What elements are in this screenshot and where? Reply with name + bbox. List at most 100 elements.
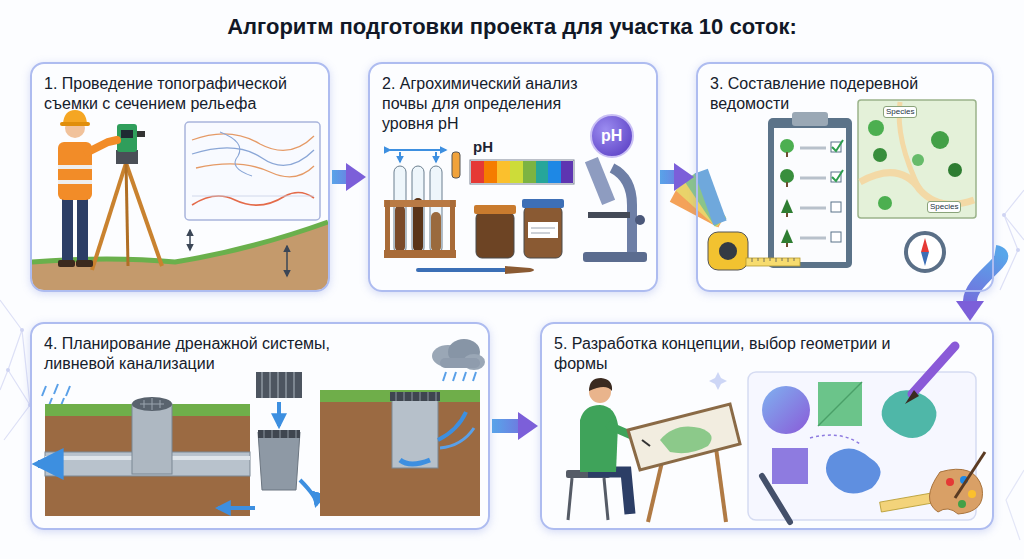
background-network — [6, 368, 10, 372]
flow-arrow — [660, 163, 694, 191]
soil-lab-illustration — [384, 250, 456, 258]
survey-illustration — [32, 222, 328, 262]
concept-illustration — [762, 476, 790, 522]
survey-illustration — [63, 110, 87, 124]
survey-illustration — [286, 246, 288, 276]
soil-lab-illustration — [497, 161, 510, 183]
arrow-head — [956, 301, 984, 321]
drainage-illustration — [45, 404, 250, 416]
tree-inventory-illustration — [912, 154, 924, 166]
drainage-illustration — [440, 428, 474, 448]
arrow-shaft — [970, 252, 1001, 301]
survey-illustration — [220, 132, 252, 176]
diagram-title: Алгоритм подготовки проекта для участка … — [0, 14, 1024, 40]
ph-label: pH — [601, 127, 622, 145]
tree-inventory-illustration — [800, 177, 826, 180]
soil-lab-illustration — [413, 198, 423, 252]
flow-arrow — [492, 412, 538, 440]
drainage-illustration — [277, 402, 281, 426]
soil-lab-illustration — [418, 268, 505, 272]
soil-lab-illustration — [548, 161, 561, 183]
arrow-shaft — [332, 170, 346, 184]
drainage-illustration — [45, 456, 250, 460]
tree-inventory-illustration — [800, 237, 826, 240]
concept-illustration — [958, 500, 966, 508]
soil-lab-illustration — [384, 200, 456, 207]
concept-illustration — [929, 469, 982, 514]
step-title: 5. Разработка концепции, выбор геометрии… — [554, 334, 919, 374]
drainage-illustration — [42, 384, 70, 408]
tree-inventory-illustration — [781, 199, 793, 213]
tree-inventory-illustration — [752, 258, 794, 262]
step-title: 2. Агрохимический анализ почвы для опред… — [382, 74, 612, 134]
ph-label: pH — [473, 138, 493, 155]
tree-inventory-illustration — [832, 140, 843, 151]
concept-illustration — [709, 372, 727, 390]
soil-lab-illustration — [531, 228, 555, 229]
background-network — [20, 328, 24, 332]
survey-illustration — [126, 163, 128, 266]
drainage-illustration — [45, 412, 250, 516]
survey-illustration — [76, 260, 93, 267]
soil-lab-illustration — [583, 252, 647, 262]
survey-illustration — [196, 164, 314, 177]
tree-inventory-illustration — [800, 207, 826, 210]
tree-inventory-illustration — [906, 233, 944, 271]
background-network — [0, 190, 1024, 540]
concept-illustration — [716, 448, 726, 522]
soil-lab-illustration — [452, 152, 460, 178]
concept-illustration — [818, 382, 862, 426]
soil-lab-illustration — [531, 233, 550, 234]
concept-illustration — [826, 448, 881, 493]
tree-inventory-illustration — [948, 163, 962, 177]
survey-illustration — [65, 118, 85, 138]
concept-illustration — [968, 490, 976, 498]
tree-inventory-illustration — [676, 180, 726, 227]
tree-inventory-illustration — [832, 170, 843, 181]
drainage-illustration — [264, 430, 296, 438]
tree-inventory-illustration — [781, 229, 793, 243]
species-tag: Species — [927, 201, 961, 213]
soil-lab-illustration — [394, 166, 406, 254]
survey-illustration — [77, 196, 88, 262]
drainage-illustration — [440, 358, 480, 368]
concept-illustration — [580, 405, 618, 472]
tree-inventory-illustration — [921, 252, 929, 266]
survey-illustration — [88, 140, 117, 152]
arrow-shaft — [660, 170, 674, 184]
soil-lab-illustration — [474, 205, 516, 214]
survey-illustration — [192, 196, 314, 197]
soil-lab-illustration — [471, 161, 484, 183]
concept-illustration — [604, 478, 608, 520]
drainage-illustration — [448, 339, 480, 365]
tree-inventory-illustration — [878, 196, 892, 210]
soil-lab-illustration — [435, 152, 437, 162]
flow-arrow — [956, 252, 1001, 321]
tree-inventory-illustration — [780, 169, 794, 183]
soil-lab-illustration — [395, 205, 405, 252]
background-network — [1016, 248, 1020, 252]
drainage-illustration — [256, 372, 302, 398]
drainage-illustration — [258, 432, 300, 490]
concept-illustration — [880, 490, 951, 512]
tree-inventory-illustration — [786, 152, 788, 157]
arrow-head — [674, 163, 694, 191]
concept-illustration — [642, 440, 650, 446]
tree-inventory-illustration — [780, 139, 794, 153]
soil-lab-illustration — [536, 161, 548, 183]
concept-illustration — [912, 346, 955, 394]
concept-illustration — [946, 478, 954, 486]
drainage-illustration — [443, 372, 476, 381]
soil-lab-illustration — [591, 115, 633, 157]
tree-inventory-illustration — [708, 232, 748, 270]
drainage-illustration — [463, 354, 485, 370]
concept-illustration — [566, 346, 985, 522]
drainage-illustration — [396, 392, 436, 401]
step-panel: 2. Агрохимический анализ почвы для опред… — [368, 62, 658, 292]
tree-inventory-illustration — [860, 173, 974, 205]
concept-illustration — [882, 390, 937, 438]
soil-lab-illustration — [431, 212, 441, 252]
drainage-illustration — [320, 398, 480, 516]
drainage-illustration — [320, 390, 480, 402]
concept-illustration — [772, 448, 808, 484]
